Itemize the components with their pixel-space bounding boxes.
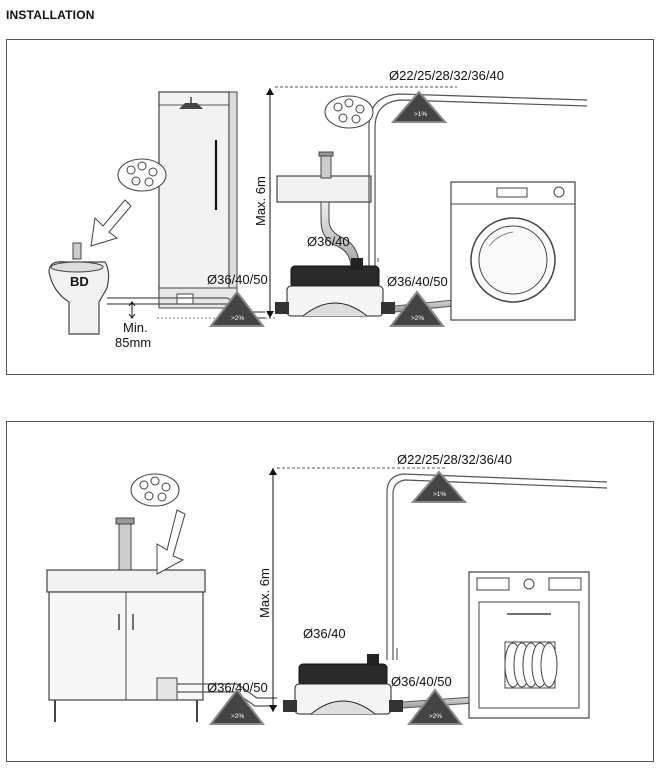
diagram2-drawing: Max. 6m Ø22/25/28/32/36/40 >1% Ø36/40 Ø3… <box>46 452 608 725</box>
washing-machine <box>450 181 576 321</box>
max-height-label: Max. 6m <box>253 176 268 226</box>
slope-left-label: >2% <box>231 315 244 322</box>
discharge-pipe <box>368 93 588 280</box>
slope-indicator-right <box>406 688 464 725</box>
sink-cabinet <box>46 517 206 722</box>
wash-basin <box>276 151 372 279</box>
basin-pipe-label: Ø36/40 <box>303 626 346 641</box>
max-height-dimension <box>266 86 457 318</box>
slope-indicator-left <box>208 688 266 725</box>
slope-indicator-right <box>388 290 446 327</box>
shower-cabinet <box>158 91 238 309</box>
arrow-icon-left <box>156 509 186 575</box>
slope-right-label: >2% <box>429 713 442 720</box>
inlet-pipe-left <box>177 683 277 699</box>
arrow-icon-left <box>90 199 132 247</box>
slope-indicator-left <box>208 290 266 327</box>
inlet-left-label: Ø36/40/50 <box>207 680 268 695</box>
slope-top-label: >1% <box>433 491 446 498</box>
slope-top-label: >1% <box>414 111 427 118</box>
page-heading: INSTALLATION <box>6 8 95 22</box>
slope-indicator-top <box>390 90 448 123</box>
suction-cups-symbol-left <box>130 473 180 507</box>
basin-pipe-label: Ø36/40 <box>307 234 350 249</box>
max-height-dimension <box>269 467 447 712</box>
slope-left-label: >2% <box>231 713 244 720</box>
slope-right-label: >2% <box>411 315 424 322</box>
suction-cups-symbol-left <box>117 158 167 192</box>
bidet: BD <box>48 242 110 335</box>
min-height-marker <box>128 301 136 319</box>
pipe-top-label: Ø22/25/28/32/36/40 <box>389 68 504 83</box>
pipe-top-label: Ø22/25/28/32/36/40 <box>397 452 512 467</box>
outlet-right-label: Ø36/40/50 <box>391 674 452 689</box>
pump-unit <box>275 258 395 317</box>
discharge-pipe <box>386 473 608 660</box>
installation-diagram-kitchen: Max. 6m Ø22/25/28/32/36/40 >1% Ø36/40 Ø3… <box>6 421 654 762</box>
outlet-right-label: Ø36/40/50 <box>387 274 448 289</box>
pump-unit <box>283 654 403 715</box>
suction-cups-symbol-top <box>324 95 374 129</box>
dishwasher <box>468 571 590 719</box>
min-label: Min. <box>123 320 148 335</box>
max-height-label: Max. 6m <box>257 568 272 618</box>
bidet-label: BD <box>70 274 89 289</box>
diagram1-drawing: BD Min. 85mm Max. 6m Ø36/40 Ø22/25/2 <box>48 68 588 350</box>
installation-diagram-bathroom: BD Min. 85mm Max. 6m Ø36/40 Ø22/25/2 <box>6 39 654 375</box>
inlet-left-label: Ø36/40/50 <box>207 272 268 287</box>
slope-indicator-top <box>410 470 468 503</box>
min-value-label: 85mm <box>115 335 151 350</box>
